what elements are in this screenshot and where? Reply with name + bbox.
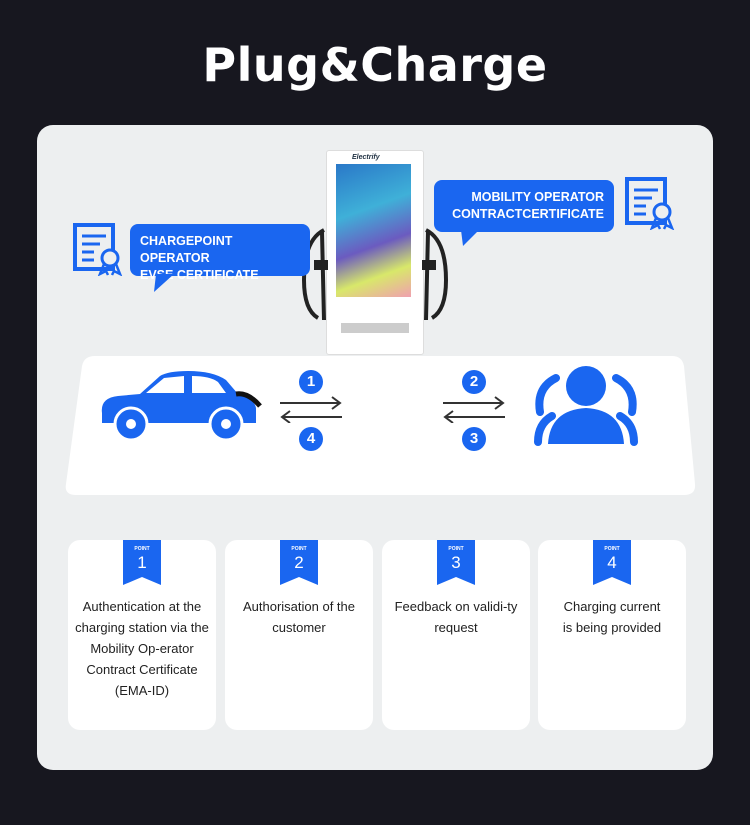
charger-screen xyxy=(336,164,411,297)
step-2-badge: 2 xyxy=(462,370,486,394)
exchange-arrows-icon xyxy=(280,396,342,423)
charging-cables xyxy=(301,228,449,321)
ribbon-icon xyxy=(123,540,161,585)
car-icon xyxy=(101,371,262,442)
point-number: 3 xyxy=(451,553,461,572)
bubble-line: CHARGEPOINT OPERATOR xyxy=(140,234,233,265)
mobility-operator-users-icon xyxy=(534,366,638,446)
bubble-tail xyxy=(154,274,174,292)
step-4-badge: 4 xyxy=(299,427,323,451)
point-label: POINT xyxy=(448,546,464,552)
point-number: 2 xyxy=(294,553,304,572)
certificate-icon xyxy=(73,223,123,276)
page-title: Plug&Charge xyxy=(202,38,548,92)
charging-station: Electrify xyxy=(301,150,449,355)
bubble-line: EVSE CERTIFICATE xyxy=(140,268,259,282)
step-3-badge: 3 xyxy=(462,427,486,451)
chargepoint-operator-bubble: CHARGEPOINT OPERATOR EVSE CERTIFICATE xyxy=(130,224,310,282)
point-description: Authentication at the charging station v… xyxy=(75,599,209,698)
point-number: 4 xyxy=(607,553,617,572)
point-number: 1 xyxy=(137,553,147,572)
point-label: POINT xyxy=(604,546,620,552)
exchange-arrows-icon xyxy=(443,396,505,423)
point-description: Charging current is being provided xyxy=(562,599,662,635)
bubble-line: CONTRACTCERTIFICATE xyxy=(452,207,604,221)
ribbon-icon xyxy=(593,540,631,585)
point-description: Authorisation of the customer xyxy=(242,599,356,635)
ribbon-icon xyxy=(280,540,318,585)
charger-brand: Electrify xyxy=(352,154,380,161)
step-1-badge: 1 xyxy=(299,370,323,394)
point-label: POINT xyxy=(291,546,307,552)
bubble-tail xyxy=(461,230,479,246)
point-label: POINT xyxy=(134,546,150,552)
bubble-line: MOBILITY OPERATOR xyxy=(471,190,604,204)
point-description: Feedback on validi-ty request xyxy=(394,599,518,635)
certificate-icon xyxy=(625,177,675,230)
mobility-operator-bubble: MOBILITY OPERATOR CONTRACTCERTIFICATE xyxy=(434,180,614,232)
ribbon-icon xyxy=(437,540,475,585)
